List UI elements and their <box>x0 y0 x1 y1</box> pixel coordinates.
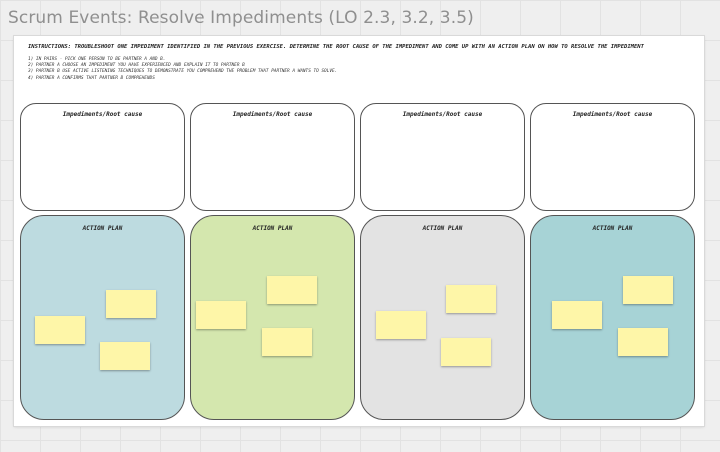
instruction-steps: 1) In pairs - pick one person to be part… <box>28 57 628 82</box>
sticky-note[interactable] <box>35 316 85 344</box>
impediment-card-label: Impediments/Root cause <box>572 111 653 118</box>
sticky-note[interactable] <box>376 311 426 339</box>
whiteboard[interactable]: Instructions: troubleshoot one impedimen… <box>14 36 704 426</box>
instructions-text: Instructions: troubleshoot one impedimen… <box>28 44 644 50</box>
action-plan-label: Action Plan <box>82 225 123 232</box>
sticky-note[interactable] <box>106 290 156 318</box>
step-4: 4) Partner A confirms that partner B com… <box>28 75 155 81</box>
action-plan-label: Action Plan <box>422 225 463 232</box>
sticky-note[interactable] <box>618 328 668 356</box>
action-plan-card-2[interactable]: Action Plan <box>190 215 355 420</box>
sticky-note[interactable] <box>100 342 150 370</box>
step-2: 2) Partner A choose an impediment you ha… <box>28 63 245 69</box>
action-plan-card-4[interactable]: Action Plan <box>530 215 695 420</box>
sticky-note[interactable] <box>623 276 673 304</box>
impediment-card-label: Impediments/Root cause <box>402 111 483 118</box>
sticky-note[interactable] <box>262 328 312 356</box>
impediment-card-4[interactable]: Impediments/Root cause <box>530 103 695 211</box>
sticky-note[interactable] <box>441 338 491 366</box>
impediment-card-2[interactable]: Impediments/Root cause <box>190 103 355 211</box>
impediment-card-label: Impediments/Root cause <box>232 111 313 118</box>
step-3: 3) Partner B use active listening techni… <box>28 69 338 75</box>
step-1: 1) In pairs - pick one person to be part… <box>28 57 166 62</box>
action-plan-card-1[interactable]: Action Plan <box>20 215 185 420</box>
impediment-card-1[interactable]: Impediments/Root cause <box>20 103 185 211</box>
sticky-note[interactable] <box>446 285 496 313</box>
sticky-note[interactable] <box>267 276 317 304</box>
action-plan-card-3[interactable]: Action Plan <box>360 215 525 420</box>
action-plan-label: Action Plan <box>252 225 293 232</box>
action-plan-label: Action Plan <box>592 225 633 232</box>
sticky-note[interactable] <box>552 301 602 329</box>
impediment-card-label: Impediments/Root cause <box>62 111 143 118</box>
frame-title: Scrum Events: Resolve Impediments (LO 2.… <box>8 8 474 28</box>
sticky-note[interactable] <box>196 301 246 329</box>
impediment-card-3[interactable]: Impediments/Root cause <box>360 103 525 211</box>
